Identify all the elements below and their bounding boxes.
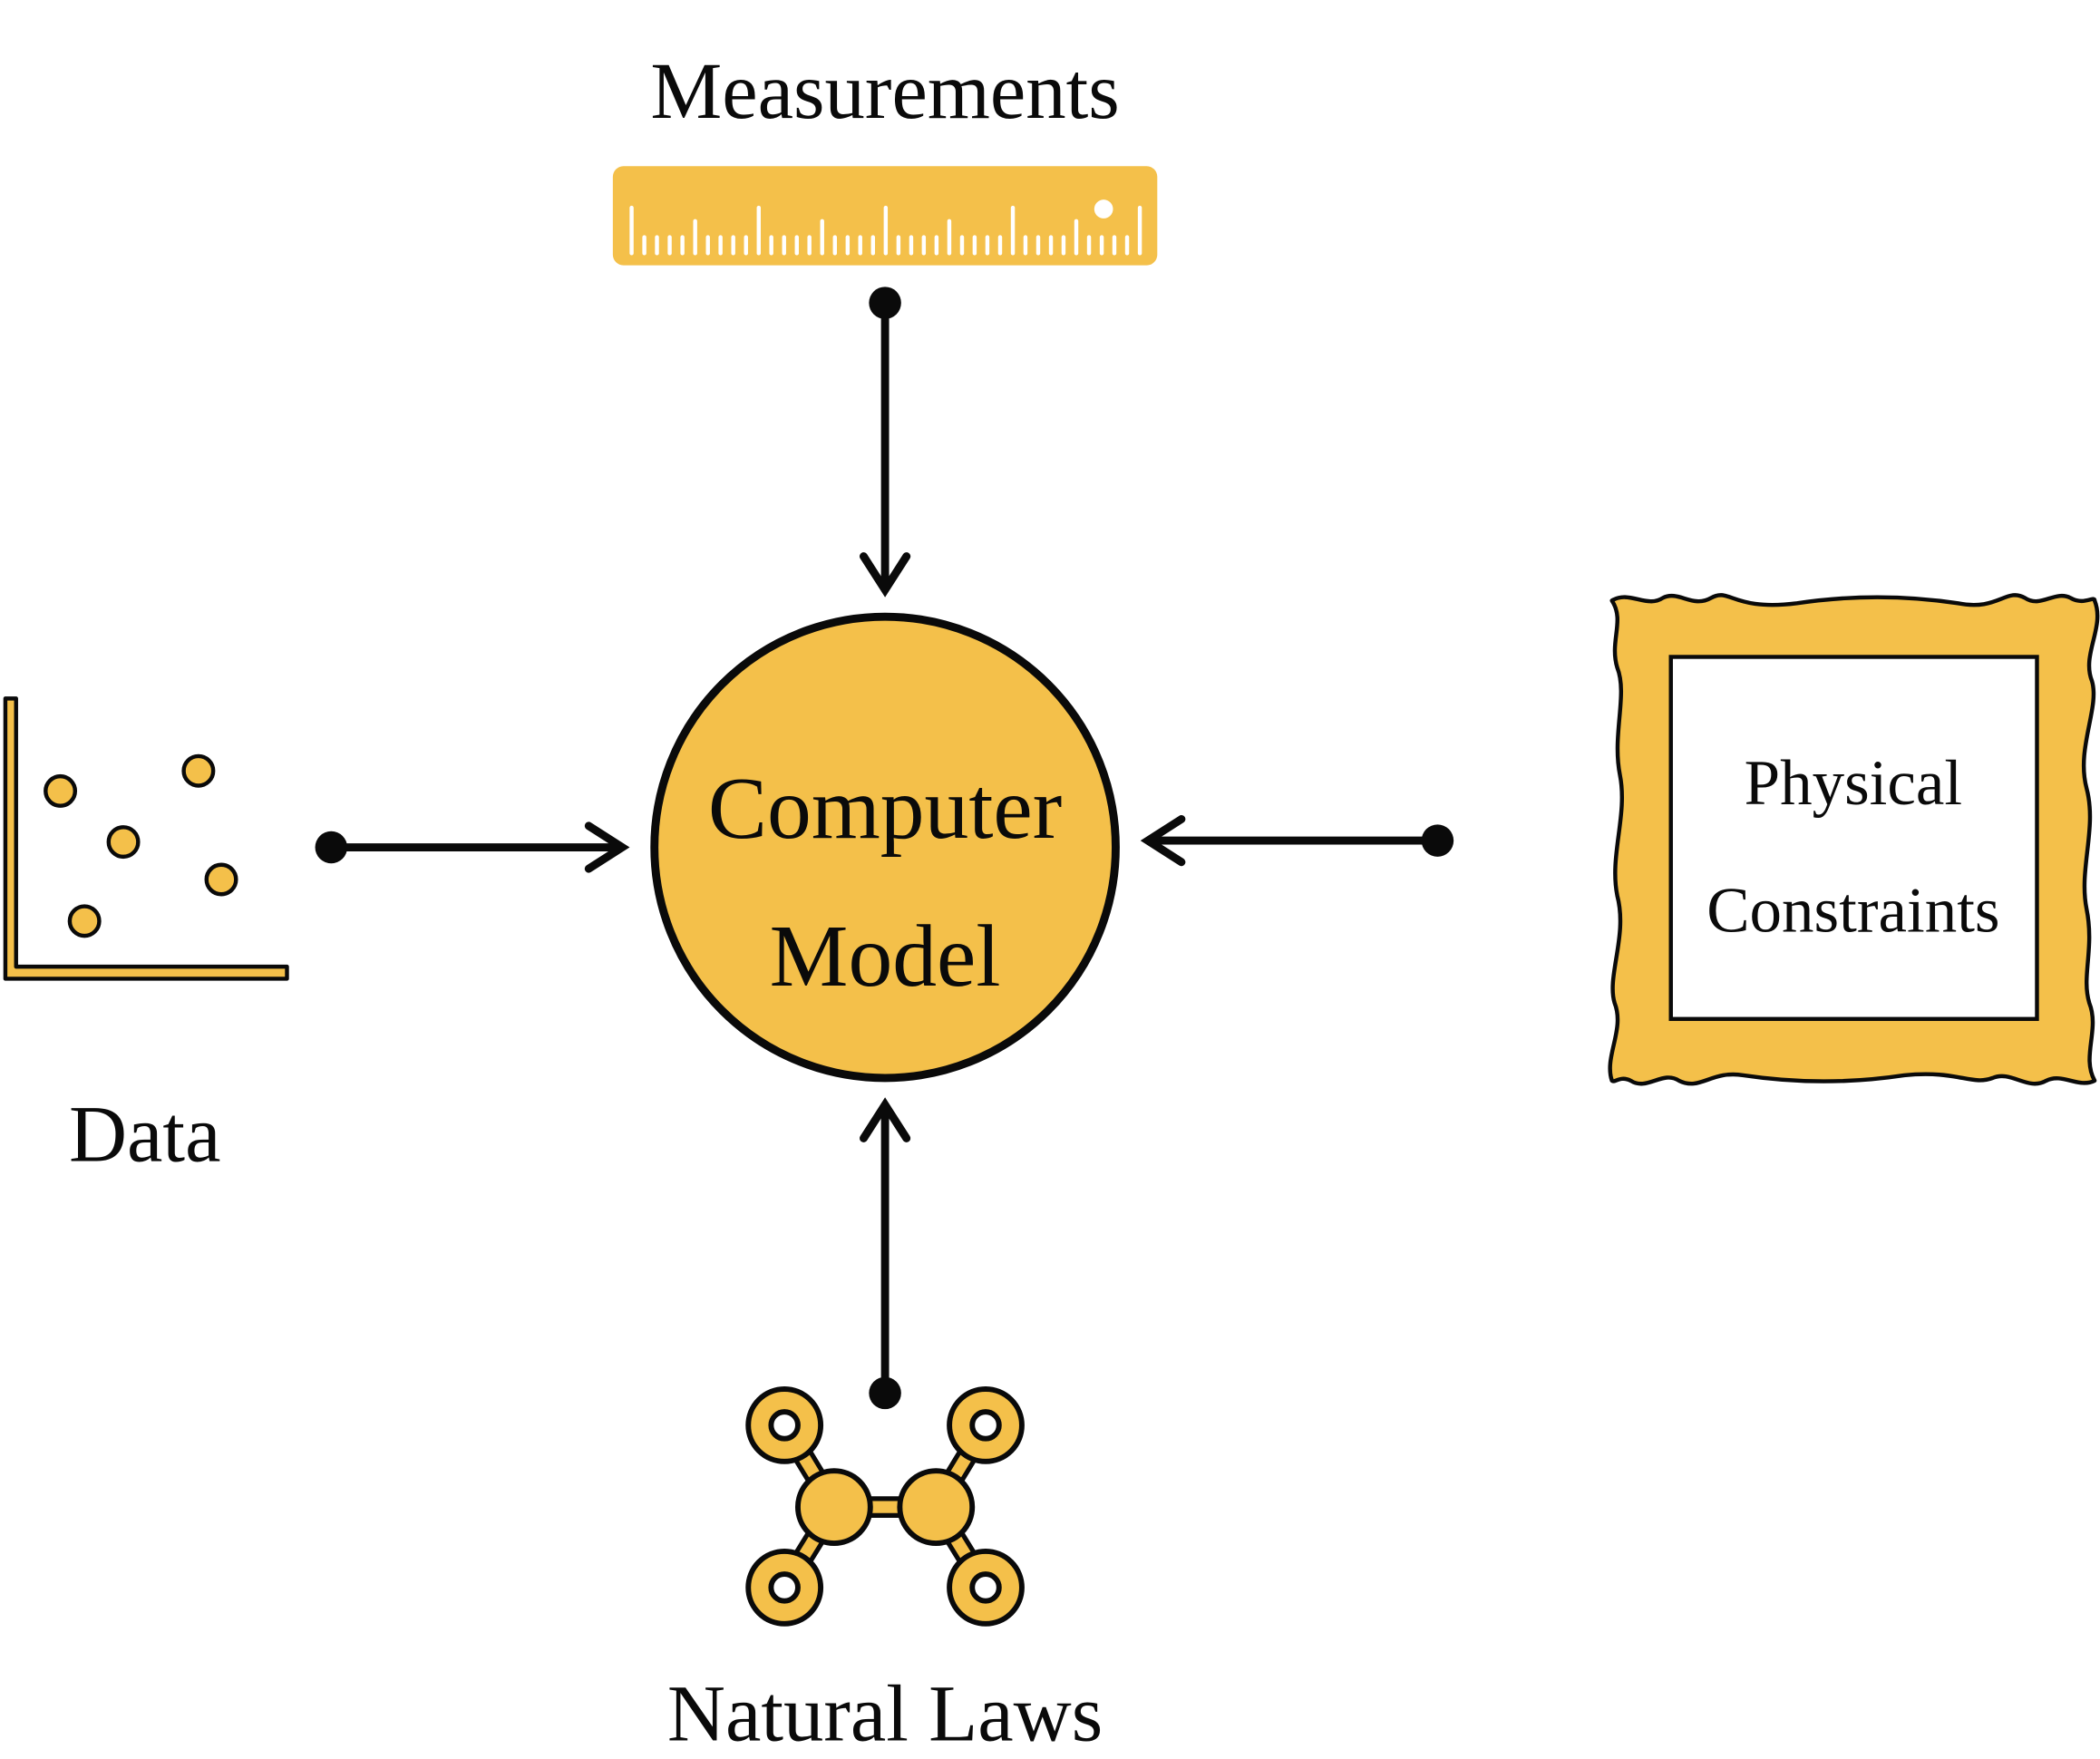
data-label: Data [69,1091,220,1180]
natural-laws-label: Natural Laws [667,1669,1103,1758]
ornate-frame-icon: Physical Constraints [1608,593,2100,1086]
computer-model-label-line1: Computer [708,760,1062,858]
measurements-connector-dot [869,287,901,319]
constraints-connector [1140,815,1442,867]
measurements-label: Measurements [650,47,1119,136]
constraints-label-line1: Physical [1745,748,1962,819]
computer-model-label-line2: Model [770,908,1001,1006]
measurements-connector [859,298,911,598]
natural-laws-connector-dot [869,1376,901,1410]
data-connector [326,821,630,873]
constraints-connector-dot [1421,824,1454,857]
natural-laws-connector [859,1097,911,1397]
molecule-icon [745,1386,1025,1627]
computer-model-node: Computer Model [650,612,1120,1083]
constraints-label-line2: Constraints [1706,876,1999,947]
scatter-plot-icon [3,696,289,981]
data-connector-dot [315,831,348,864]
ruler-icon [612,166,1158,266]
